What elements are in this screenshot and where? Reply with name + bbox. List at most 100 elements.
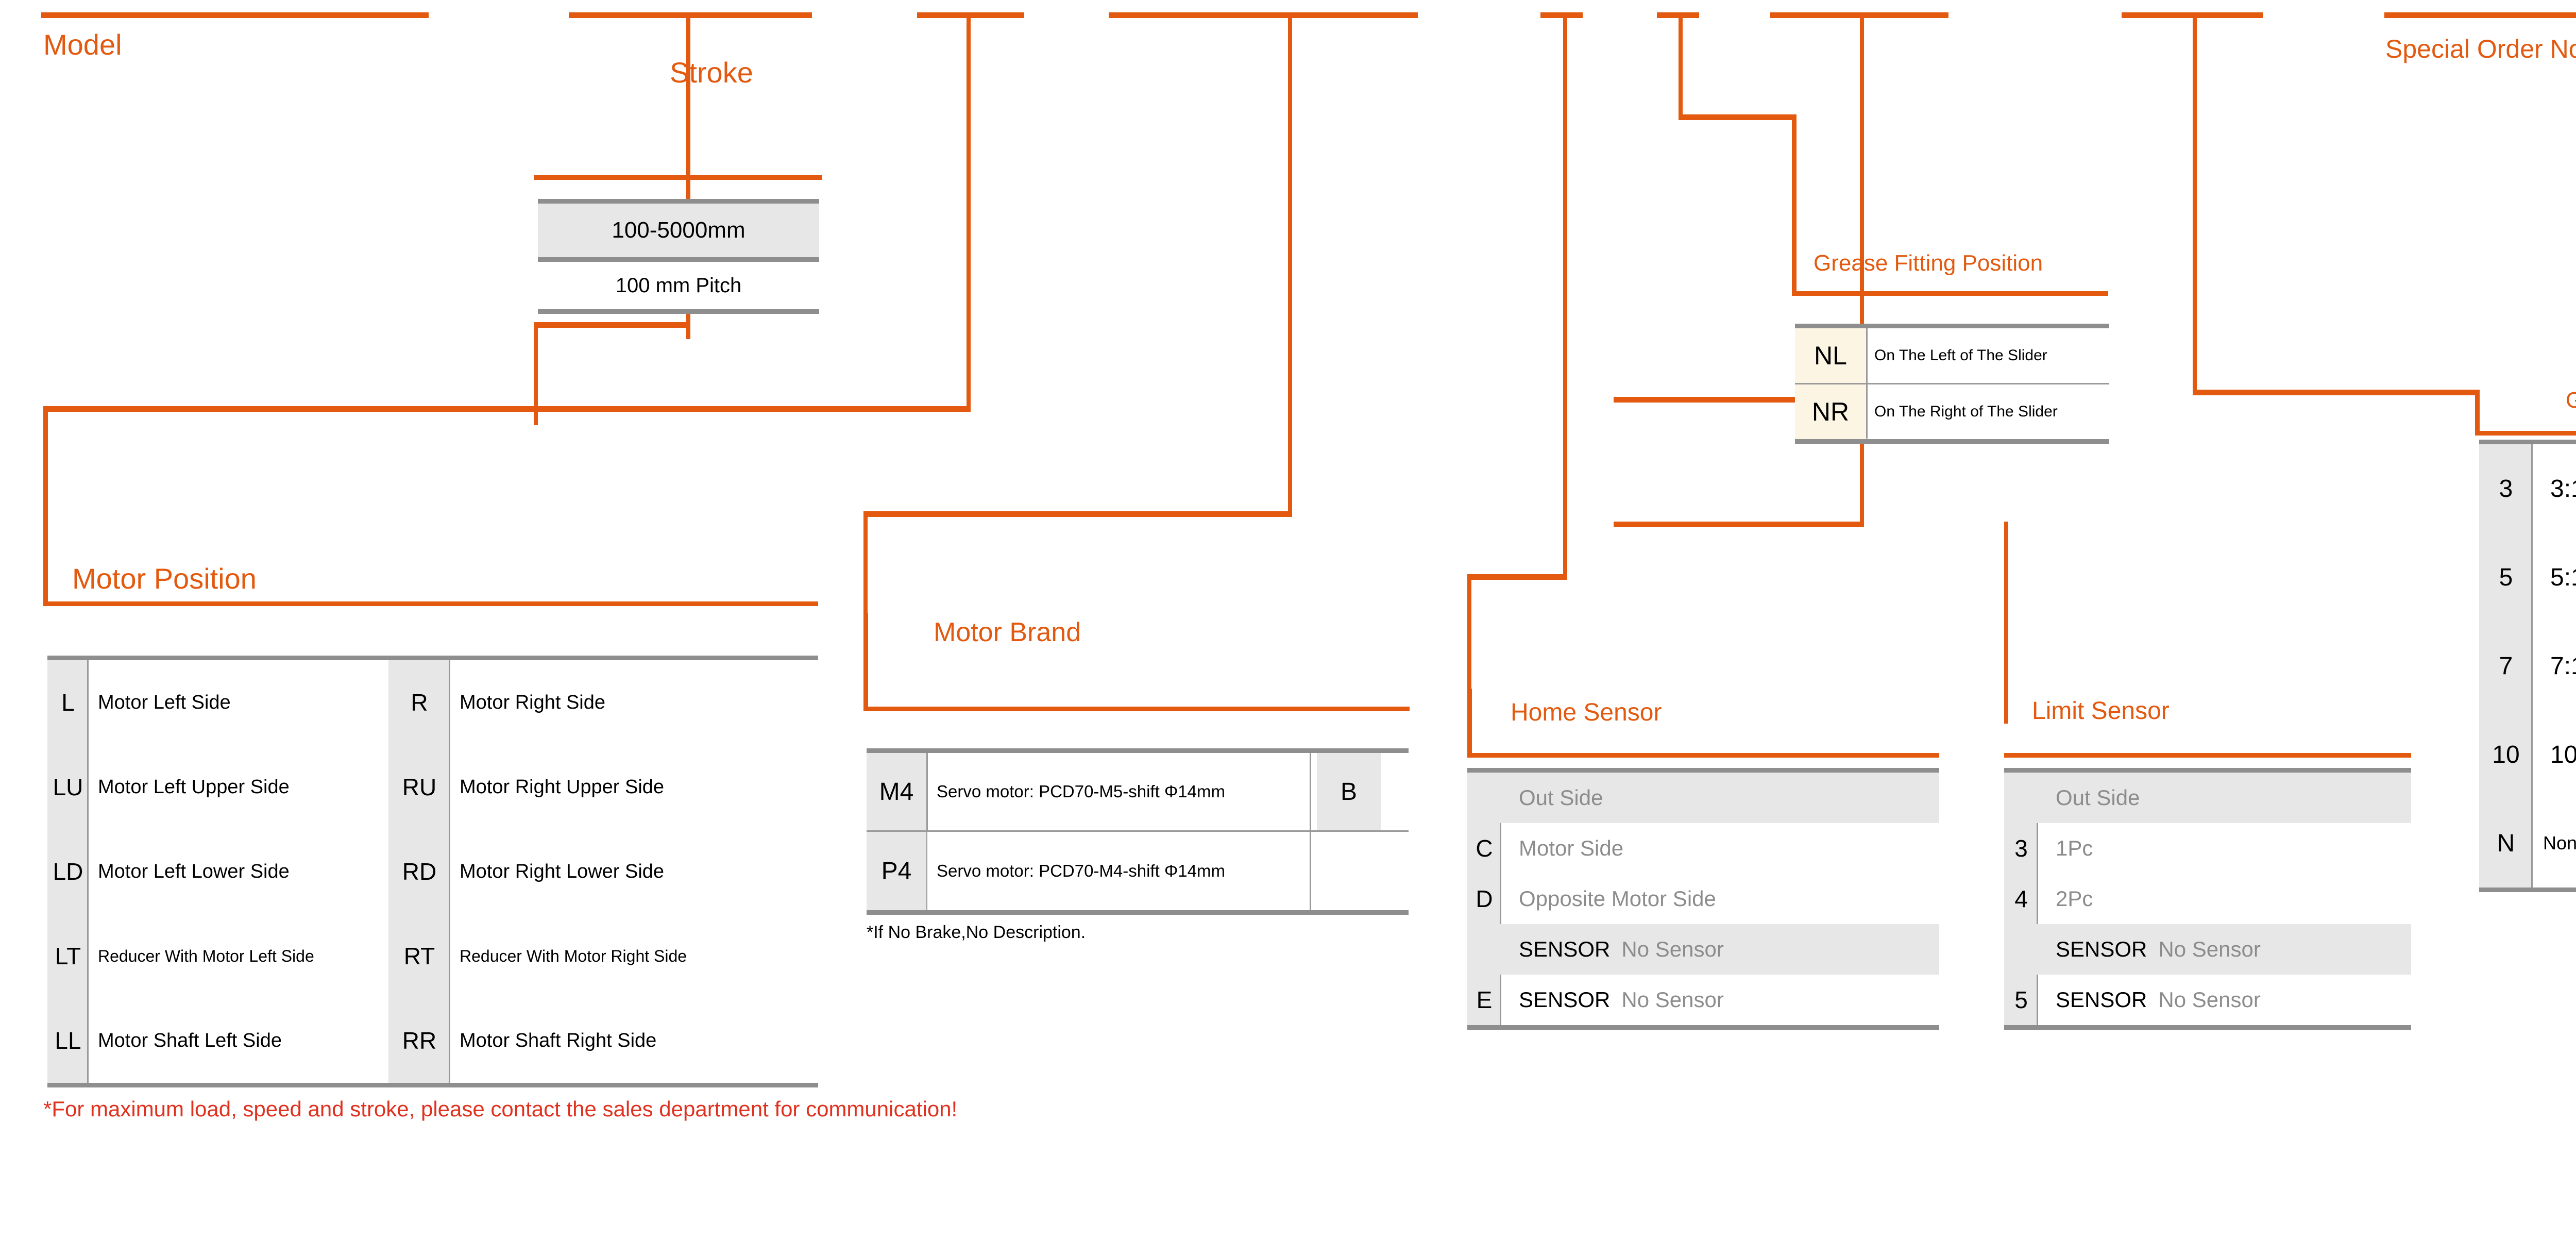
homesensor-sensor-state-4: No Sensor [1621, 987, 1724, 1012]
connector-limitsensor-final [2004, 522, 2008, 724]
homesensor-sensor-word-3: SENSOR [1519, 937, 1611, 961]
gearbox-code-1: 5 [2479, 533, 2533, 622]
gearbox-bottom-rule [2479, 888, 2576, 892]
motorpos-colline-1 [87, 660, 89, 1083]
stroke-row-value: 100-5000mm [538, 204, 819, 257]
motorbrand-rowline [867, 830, 1409, 832]
section-stroke-label: Stroke [670, 56, 753, 89]
connector-motorposition-top-bar [917, 12, 1024, 18]
limitsensor-code-2: 4 [2004, 874, 2038, 924]
section-limit-sensor-label: Limit Sensor [2032, 697, 2170, 725]
section-motor-brand-label: Motor Brand [934, 617, 1081, 647]
connector-motorbrand-down [863, 511, 868, 633]
connector-stroke-step [534, 322, 690, 328]
motorbrand-bracket-bottom [863, 707, 1410, 711]
motorpos-right-code-0: R [388, 660, 450, 745]
motorbrand-desc-0: Servo motor: PCD70-M5-shift Φ14mm [927, 753, 1309, 830]
limitsensor-code-1: 3 [2004, 823, 2038, 874]
section-grease-label: Grease Fitting Position [1814, 250, 2043, 276]
connector-limitsensor-top-bar [1770, 12, 1948, 18]
grease-bracket-in [1679, 114, 1796, 120]
stroke-table-top-rule [538, 199, 819, 204]
connector-grease-drop [1679, 12, 1683, 119]
homesensor-sensor-word-4: SENSOR [1519, 987, 1611, 1012]
motorbrand-colline-1 [926, 753, 928, 913]
gearbox-code-0: 3 [2479, 444, 2533, 533]
grease-top-rule [1795, 324, 2109, 328]
motorpos-left-desc-4: Motor Shaft Left Side [89, 998, 388, 1083]
connector-motorposition-drop [967, 12, 971, 409]
connector-motorbrand-top-bar [1109, 12, 1418, 18]
connector-stroke-down [534, 322, 538, 425]
motorpos-left-desc-1: Motor Left Upper Side [89, 745, 388, 829]
limitsensor-sensor-state-3: No Sensor [2158, 937, 2261, 961]
homesensor-bracket-bottom [1467, 753, 1939, 758]
connector-model-top-bar [41, 12, 429, 18]
limitsensor-code-3 [2004, 924, 2038, 975]
gearbox-colline [2531, 444, 2533, 888]
motorpos-left-code-3: LT [47, 914, 89, 998]
motorpos-left-code-2: LD [47, 829, 89, 914]
motorbrand-colline-2 [1310, 753, 1311, 913]
motorpos-right-code-1: RU [388, 745, 450, 829]
motorbrand-brake-0: B [1317, 753, 1381, 830]
limitsensor-code-4: 5 [2004, 975, 2038, 1025]
motorpos-left-code-4: LL [47, 998, 89, 1083]
motorpos-colline-2 [449, 660, 450, 1083]
motorbrand-code-0: M4 [867, 753, 926, 830]
connector-homesensor-down [1467, 574, 1471, 724]
connector-homesensor-top-bar [1540, 12, 1583, 18]
motorbrand-top-rule [867, 748, 1409, 753]
connector-homesensor-step [1467, 574, 1567, 580]
gearbox-desc-2: 7:1 [2533, 622, 2576, 710]
motorpos-left-code-1: LU [47, 745, 89, 829]
section-gearbox-label: Gearbox Ratio [2566, 388, 2576, 413]
connector-motorbrand-step [863, 511, 1292, 517]
section-home-sensor-label: Home Sensor [1511, 699, 1662, 726]
connector-homesensor-drop [1563, 12, 1567, 578]
homesensor-desc-1: Motor Side [1501, 823, 1939, 874]
limitsensor-colline-4 [2037, 975, 2038, 1025]
connector-limitsensor-step [1614, 397, 1864, 403]
motorbrand-bottom-rule [867, 910, 1409, 915]
grease-code-1: NR [1795, 384, 1866, 439]
motorposition-bracket-bottom [43, 601, 818, 606]
limitsensor-desc-0: Out Side [2038, 773, 2411, 823]
connector-gearbox-top-bar [2122, 12, 2263, 18]
limitsensor-bottom-rule [2004, 1025, 2411, 1030]
homesensor-desc-4: SENSOR No Sensor [1501, 975, 1939, 1025]
limitsensor-sensor-state-4: No Sensor [2158, 987, 2261, 1012]
gearbox-code-4: N [2479, 799, 2533, 888]
motorpos-right-code-4: RR [388, 998, 450, 1083]
motorpos-right-code-2: RD [388, 829, 450, 914]
connector-specialorder-top-bar [2384, 12, 2576, 18]
homesensor-desc-0: Out Side [1501, 773, 1939, 823]
connector-stroke-top-bar [569, 12, 812, 18]
motorpos-left-desc-3: Reducer With Motor Left Side [89, 914, 388, 998]
section-special-order-label: Special Order No. [2385, 35, 2576, 63]
grease-bracket-left [1792, 114, 1797, 295]
homesensor-colline-1 [1500, 823, 1501, 874]
motorpos-left-desc-0: Motor Left Side [89, 660, 388, 745]
stroke-table-bottom-rule [538, 309, 819, 314]
motorbrand-bracket-left [863, 613, 868, 711]
motorbrand-brake-1 [1317, 832, 1381, 910]
gearbox-bracket-left [2475, 390, 2480, 435]
section-motor-position-label: Motor Position [72, 562, 257, 595]
motorpos-left-desc-2: Motor Left Lower Side [89, 829, 388, 914]
limitsensor-top-rule [2004, 768, 2411, 773]
motorpos-right-desc-2: Motor Right Lower Side [450, 829, 818, 914]
motorpos-right-code-3: RT [388, 914, 450, 998]
homesensor-sensor-state-3: No Sensor [1621, 937, 1724, 961]
stroke-table-mid-rule [538, 257, 819, 262]
homesensor-code-3 [1467, 924, 1501, 975]
limitsensor-colline-2 [2037, 874, 2038, 924]
motorpos-right-desc-0: Motor Right Side [450, 660, 818, 745]
gearbox-bracket-bottom [2475, 431, 2576, 436]
limitsensor-desc-1: 1Pc [2038, 823, 2411, 874]
homesensor-colline-2 [1500, 874, 1501, 924]
stroke-bracket-bottom [534, 175, 822, 180]
grease-desc-0: On The Left of The Slider [1868, 328, 2109, 383]
